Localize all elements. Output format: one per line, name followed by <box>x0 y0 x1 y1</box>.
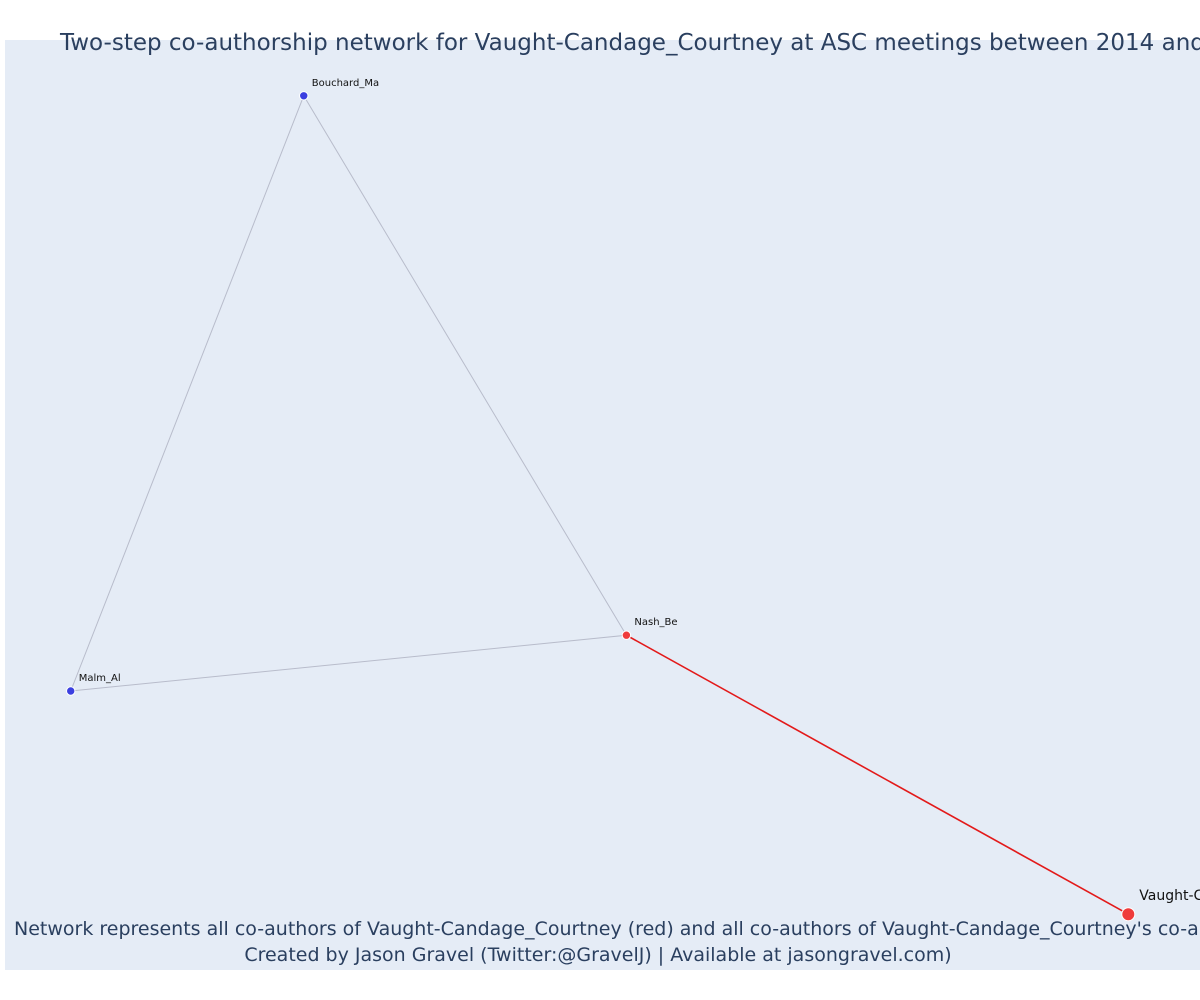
node-label-Vaught-Candage_Courtney: Vaught-Candage_Courtney <box>1139 888 1200 904</box>
edge-Bouchard_Ma-Nash_Be <box>303 95 627 636</box>
node-label-Bouchard_Ma: Bouchard_Ma <box>312 78 379 89</box>
caption-line-1: Network represents all co-authors of Vau… <box>14 918 1200 940</box>
edge-Malm_Al-Nash_Be <box>70 634 627 692</box>
node-Vaught-Candage_Courtney[interactable] <box>1121 907 1136 922</box>
node-label-Malm_Al: Malm_Al <box>79 673 121 684</box>
plot-area <box>5 40 1200 970</box>
node-Nash_Be[interactable] <box>621 630 632 640</box>
node-Bouchard_Ma[interactable] <box>299 91 309 101</box>
nodes-layer <box>66 91 1136 922</box>
caption-line-2: Created by Jason Gravel (Twitter:@Gravel… <box>244 944 952 966</box>
edge-Bouchard_Ma-Malm_Al <box>70 95 305 692</box>
chart-title: Two-step co-authorship network for Vaugh… <box>60 30 1200 56</box>
edges-layer <box>70 95 1129 915</box>
node-Malm_Al[interactable] <box>66 686 76 696</box>
node-label-Nash_Be: Nash_Be <box>634 617 677 628</box>
edge-Nash_Be-Vaught-Candage_Courtney <box>626 634 1129 915</box>
